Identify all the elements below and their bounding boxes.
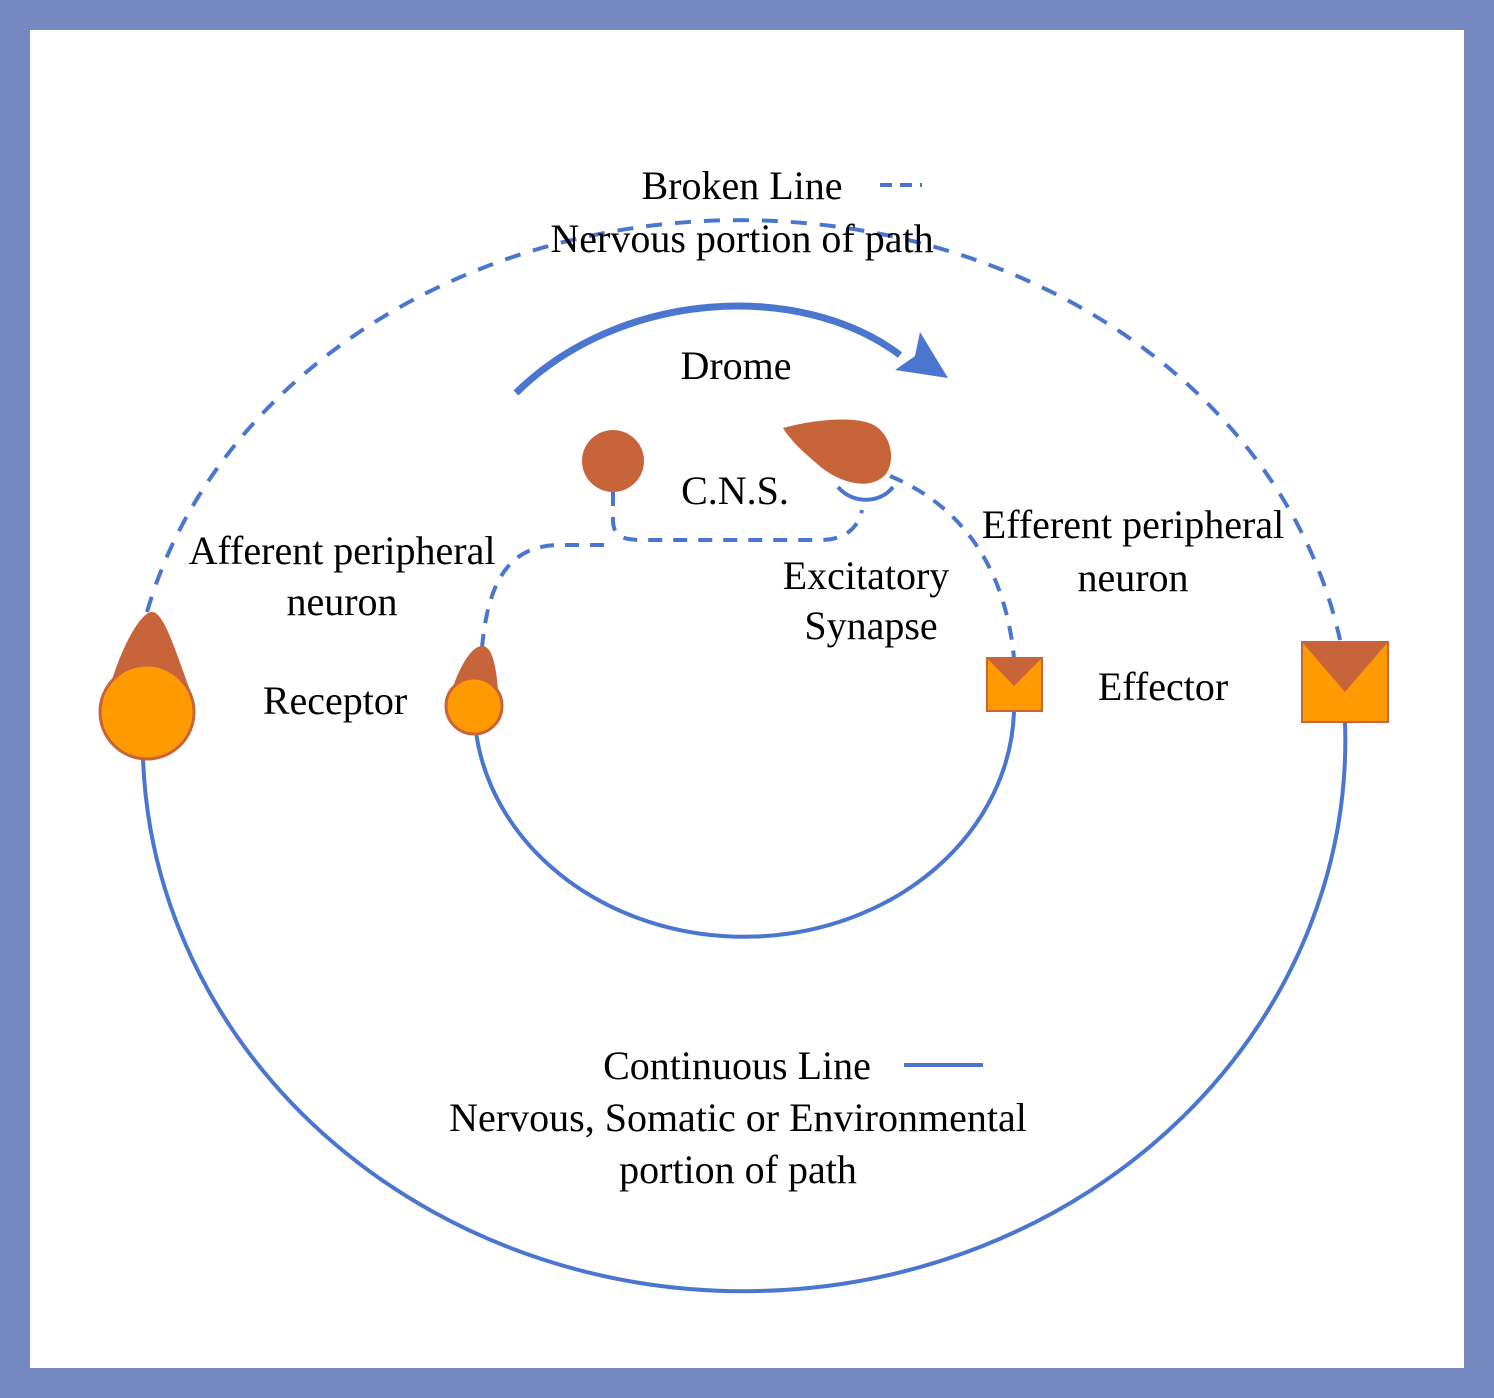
large-receptor-icon xyxy=(98,612,196,761)
efferent-label-line2: neuron xyxy=(1077,555,1188,600)
drome-label: Drome xyxy=(680,343,791,388)
continuous-line-description-2: portion of path xyxy=(619,1147,857,1192)
excitatory-label-line2: Synapse xyxy=(804,603,937,648)
excitatory-synapse-arc xyxy=(836,485,895,502)
afferent-dashed-path xyxy=(480,543,610,649)
drome-arrow xyxy=(513,302,903,396)
efferent-neuron-body-icon xyxy=(783,419,892,484)
large-effector-icon xyxy=(1301,641,1389,723)
small-receptor-icon xyxy=(444,646,504,736)
efferent-label-line1: Efferent peripheral xyxy=(982,502,1284,547)
continuous-line-description-1: Nervous, Somatic or Environmental xyxy=(449,1095,1027,1140)
broken-line-description: Nervous portion of path xyxy=(550,216,933,261)
effector-label: Effector xyxy=(1098,664,1228,709)
excitatory-label-line1: Excitatory xyxy=(783,553,950,598)
cns-label: C.N.S. xyxy=(681,468,789,513)
efferent-dashed-path xyxy=(889,474,1016,659)
outer-continuous-arc xyxy=(141,721,1348,1294)
receptor-label: Receptor xyxy=(263,678,407,723)
drome-arrowhead xyxy=(895,332,948,378)
small-effector-icon xyxy=(986,657,1043,712)
afferent-label-line2: neuron xyxy=(286,579,397,624)
cns-neuron-body-icon xyxy=(582,430,644,492)
inner-continuous-arc xyxy=(474,711,1016,939)
broken-line-title: Broken Line xyxy=(641,163,842,208)
continuous-line-title: Continuous Line xyxy=(603,1043,871,1088)
afferent-label-line1: Afferent peripheral xyxy=(189,528,496,573)
cns-dashed-connector xyxy=(611,492,864,542)
